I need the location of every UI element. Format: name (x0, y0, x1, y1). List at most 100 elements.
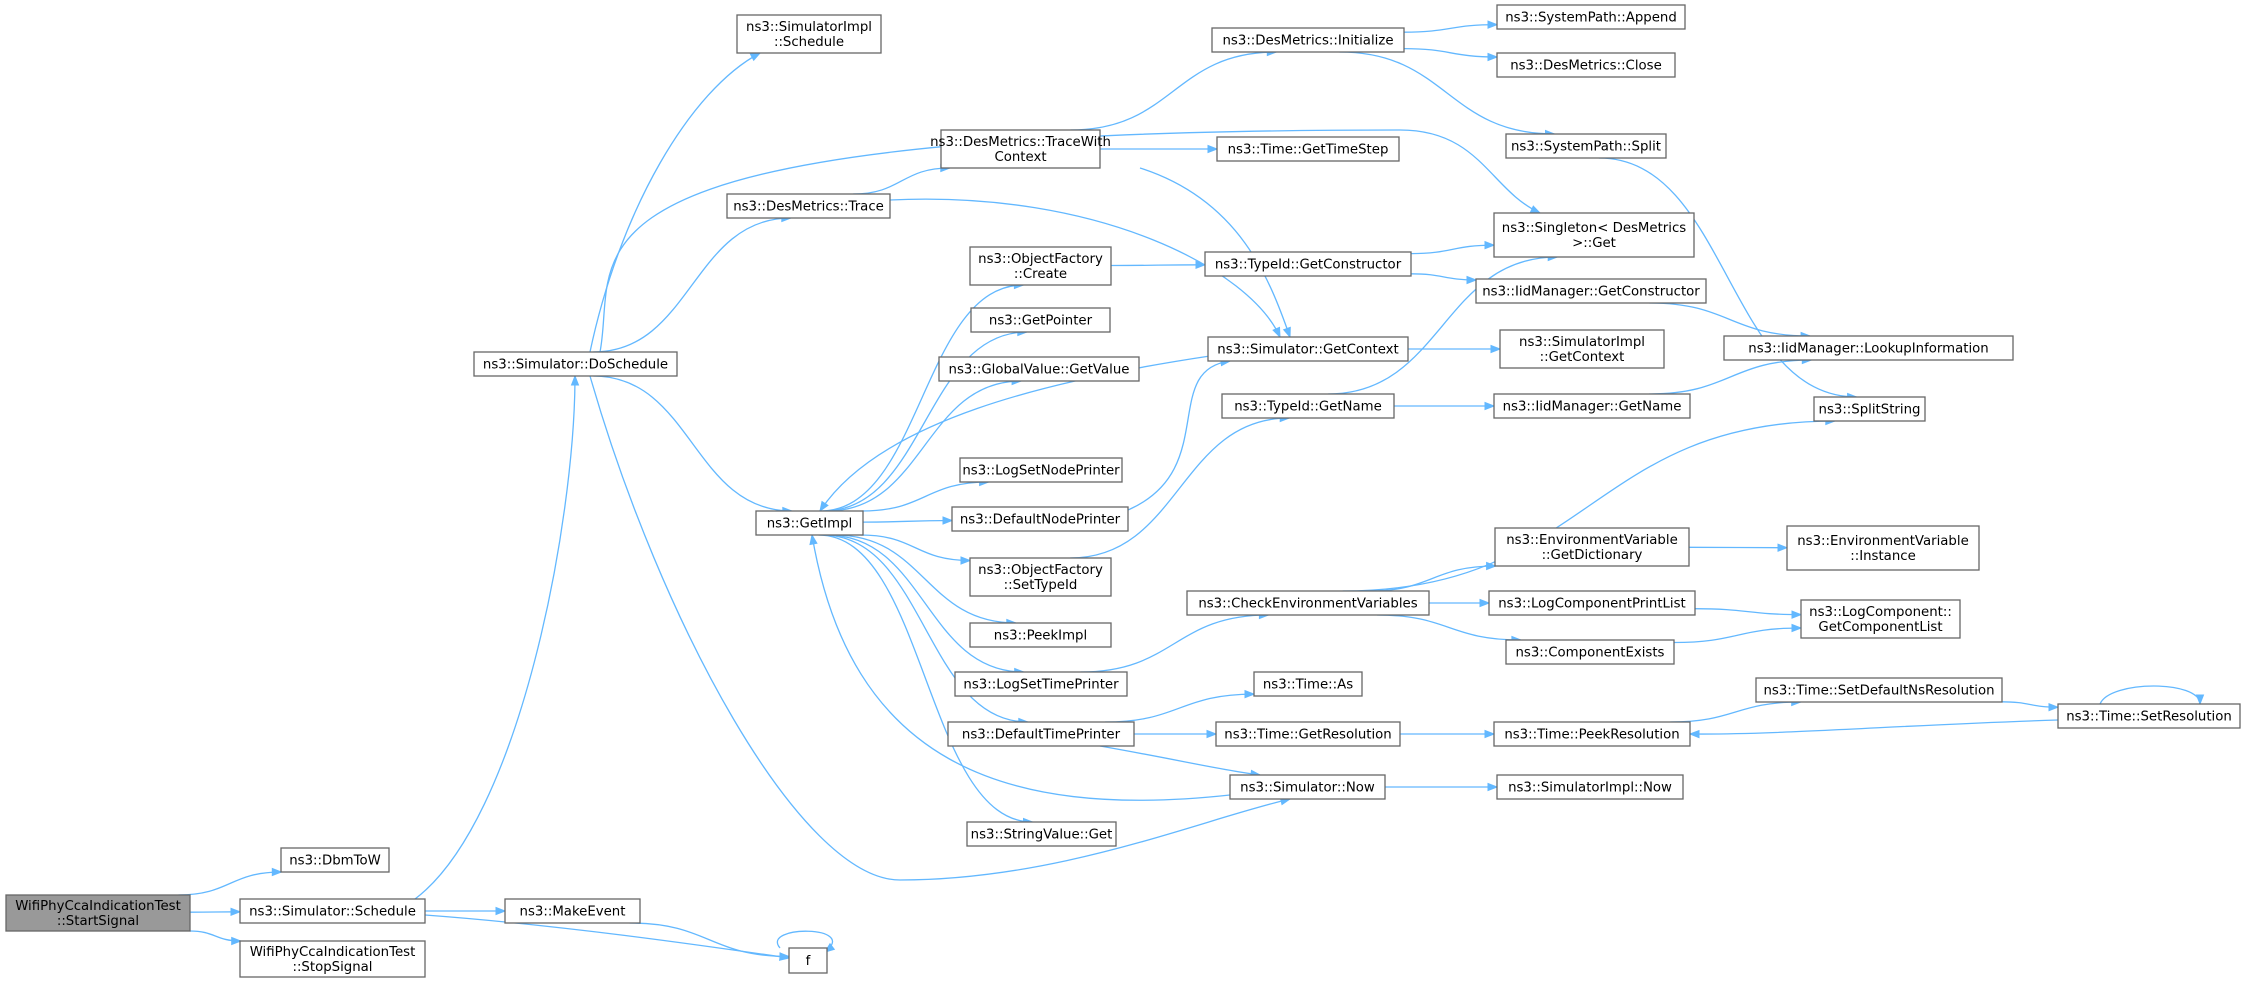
node-evi[interactable]: ns3::EnvironmentVariable::Instance (1786, 525, 1980, 571)
node-svget[interactable]: ns3::StringValue::Get (966, 821, 1117, 847)
edge-sps-to-split (1598, 157, 1857, 398)
node-peek[interactable]: ns3::PeekImpl (969, 622, 1112, 648)
node-box (1493, 212, 1695, 258)
node-dosch[interactable]: ns3::Simulator::DoSchedule (473, 351, 678, 377)
node-label: ns3::Simulator::DoSchedule (483, 358, 668, 373)
node-split[interactable]: ns3::SplitString (1813, 396, 1926, 422)
node-getptr[interactable]: ns3::GetPointer (970, 307, 1111, 333)
node-box (969, 622, 1112, 648)
node-tsr[interactable]: ns3::Time::SetResolution (2057, 703, 2241, 729)
node-stop[interactable]: WifiPhyCcaIndicationTest::StopSignal (239, 940, 426, 978)
node-label: ns3::SimulatorImpl::Now (1508, 781, 1672, 796)
node-box (1505, 639, 1675, 665)
node-tas[interactable]: ns3::Time::As (1253, 671, 1363, 697)
edge-mkev-to-f (629, 922, 790, 958)
node-label: ::SetTypeId (1004, 578, 1078, 593)
node-cex[interactable]: ns3::ComponentExists (1505, 639, 1675, 665)
node-gvgv[interactable]: ns3::GlobalValue::GetValue (938, 356, 1140, 382)
node-dtp[interactable]: ns3::DefaultTimePrinter (947, 721, 1135, 747)
node-spa[interactable]: ns3::SystemPath::Append (1496, 4, 1686, 30)
node-box (1207, 336, 1409, 362)
node-label: ns3::SimulatorImpl (746, 20, 872, 35)
arrowhead-start-to-dbm (271, 867, 283, 877)
node-dnp[interactable]: ns3::DefaultNodePrinter (951, 506, 1129, 532)
node-label: ::GetContext (1540, 350, 1625, 365)
edge-trace-to-twc (853, 167, 950, 195)
node-label: ns3::Simulator::Schedule (249, 905, 416, 920)
edge-ofst-to-tgn (1070, 417, 1290, 559)
node-tsdr[interactable]: ns3::Time::SetDefaultNsResolution (1755, 677, 2003, 703)
node-box (280, 847, 390, 873)
node-ofst[interactable]: ns3::ObjectFactory::SetTypeId (969, 557, 1112, 597)
edge-trace-to-sgc (889, 198, 1281, 338)
node-tgn[interactable]: ns3::TypeId::GetName (1221, 393, 1395, 419)
node-imgn[interactable]: ns3::IidManager::GetName (1493, 393, 1691, 419)
node-imli[interactable]: ns3::IidManager::LookupInformation (1723, 335, 2014, 361)
node-sinow[interactable]: ns3::SimulatorImpl::Now (1496, 774, 1684, 800)
node-box (1755, 677, 2003, 703)
node-box (954, 671, 1128, 697)
edge-getimpl-to-svget (818, 534, 1033, 823)
edge-dminit-to-spa (1403, 23, 1498, 33)
node-box (947, 721, 1135, 747)
node-tgc[interactable]: ns3::TypeId::GetConstructor (1204, 251, 1412, 277)
node-lcpl[interactable]: ns3::LogComponentPrintList (1488, 590, 1696, 616)
node-trace[interactable]: ns3::DesMetrics::Trace (726, 193, 891, 219)
node-label: ns3::LogSetNodePrinter (962, 464, 1120, 479)
edge-getimpl-to-dnp (862, 519, 953, 523)
node-ofcr[interactable]: ns3::ObjectFactory::Create (969, 246, 1112, 286)
node-box (969, 557, 1112, 597)
node-label: ns3::DesMetrics::Close (1510, 59, 1662, 74)
node-tpr[interactable]: ns3::Time::PeekResolution (1493, 721, 1691, 747)
node-sdg[interactable]: ns3::Singleton< DesMetrics>::Get (1493, 212, 1695, 258)
edge-dosch-to-snow (589, 375, 1291, 881)
arrowhead-snow-to-getimpl (809, 533, 818, 546)
node-label: Context (994, 150, 1046, 165)
node-box (504, 898, 641, 924)
edge-dminit-to-dmc (1403, 47, 1498, 58)
arrowhead-snow-to-sinow (1487, 782, 1499, 792)
node-cev[interactable]: ns3::CheckEnvironmentVariables (1186, 590, 1430, 616)
edge-cev-to-split (1342, 420, 1835, 592)
node-sgc[interactable]: ns3::Simulator::GetContext (1207, 336, 1409, 362)
node-mkev[interactable]: ns3::MakeEvent (504, 898, 641, 924)
node-start[interactable]: WifiPhyCcaIndicationTest::StartSignal (5, 894, 191, 932)
edge-dnp-to-sgc (1127, 360, 1231, 511)
edge-snow-to-getimpl (811, 534, 1231, 801)
node-label: ::Schedule (774, 35, 844, 50)
node-box (726, 193, 891, 219)
edge-getimpl-to-ofcr (820, 284, 1024, 512)
node-sigc[interactable]: ns3::SimulatorImpl::GetContext (1499, 329, 1665, 369)
node-label: ::Instance (1850, 549, 1916, 564)
node-dbm[interactable]: ns3::DbmToW (280, 847, 390, 873)
node-imgc[interactable]: ns3::IidManager::GetConstructor (1475, 278, 1707, 304)
node-f[interactable]: f (788, 947, 828, 974)
node-snow[interactable]: ns3::Simulator::Now (1229, 774, 1386, 800)
node-label: ns3::PeekImpl (994, 629, 1087, 644)
node-tgr[interactable]: ns3::Time::GetResolution (1215, 721, 1401, 747)
edge-start-to-dbm (178, 871, 282, 896)
arrowhead-mkev-to-f (779, 952, 791, 961)
node-evgd[interactable]: ns3::EnvironmentVariable::GetDictionary (1494, 527, 1690, 567)
node-label: ns3::StringValue::Get (971, 828, 1113, 843)
node-getimpl[interactable]: ns3::GetImpl (755, 510, 864, 536)
node-lstp[interactable]: ns3::LogSetTimePrinter (954, 671, 1128, 697)
node-box (938, 356, 1140, 382)
edge-getimpl-to-gvgv (827, 380, 1022, 512)
node-lcgl[interactable]: ns3::LogComponent::GetComponentList (1800, 599, 1961, 639)
node-gts[interactable]: ns3::Time::GetTimeStep (1216, 136, 1400, 162)
edge-twc-to-dminit (1070, 51, 1277, 131)
node-simpl[interactable]: ns3::SimulatorImpl::Schedule (736, 14, 882, 54)
arrowhead-ofcr-to-tgc (1195, 260, 1207, 270)
edge-twc-to-sgc (1139, 167, 1291, 338)
node-box (970, 307, 1111, 333)
edge-dtp-to-snow (1099, 745, 1261, 776)
node-sched[interactable]: ns3::Simulator::Schedule (239, 898, 426, 924)
arrowhead-twc-to-sgc (1282, 326, 1291, 339)
node-dminit[interactable]: ns3::DesMetrics::Initialize (1211, 27, 1405, 53)
node-sps[interactable]: ns3::SystemPath::Split (1505, 133, 1667, 159)
node-lsnp[interactable]: ns3::LogSetNodePrinter (959, 457, 1123, 483)
node-dmc[interactable]: ns3::DesMetrics::Close (1496, 52, 1676, 78)
